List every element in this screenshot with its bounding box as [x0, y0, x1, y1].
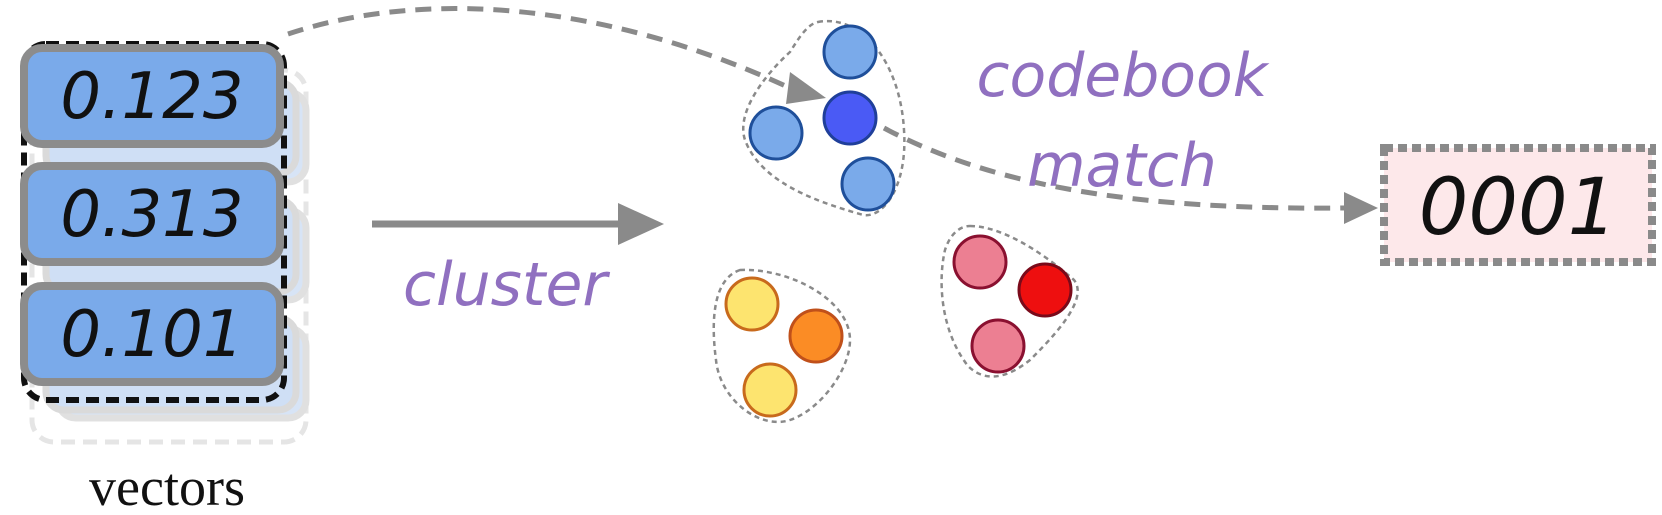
cluster-point: [724, 276, 780, 332]
vector-column: 0.123 0.313 0.101: [20, 41, 287, 403]
cluster-point: [748, 105, 804, 161]
cluster-boundary: [940, 224, 1079, 378]
lookup-curve-head: [786, 72, 826, 104]
cluster-centroid: [788, 308, 844, 364]
cluster-centroid: [822, 90, 878, 146]
arrow-head: [618, 203, 664, 245]
cluster-arrow: [372, 203, 664, 245]
cluster-red: [940, 224, 1079, 378]
vector-value: 0.101: [60, 298, 243, 372]
codebook-label: codebook: [977, 41, 1270, 111]
cluster-centroid: [1017, 262, 1073, 318]
cluster-point: [952, 234, 1008, 290]
match-curve: [882, 125, 1378, 224]
vectors-caption: vectors: [89, 457, 245, 515]
cluster-boundary: [712, 268, 852, 424]
vector-cell: [20, 44, 284, 148]
cluster-point: [742, 362, 798, 418]
cluster-point: [822, 24, 878, 80]
vector-cell: [20, 162, 284, 266]
code-box-frame: [1380, 144, 1656, 266]
vector-cell: [20, 282, 284, 386]
code-value: 0001: [1419, 163, 1618, 253]
lookup-curve-path: [287, 6, 792, 91]
cluster-boundary: [742, 19, 906, 217]
code-box: 0001: [1380, 144, 1656, 266]
match-label: match: [1027, 131, 1217, 201]
cluster-yellow-orange: [712, 268, 852, 424]
cluster-point: [840, 156, 896, 212]
cluster-label: cluster: [403, 250, 610, 320]
match-curve-path: [882, 125, 1347, 211]
vector-value: 0.123: [60, 60, 243, 134]
match-curve-head: [1344, 192, 1378, 224]
cluster-blue: [742, 19, 906, 217]
lookup-curve: [287, 6, 826, 104]
cluster-point: [970, 318, 1026, 374]
vector-value: 0.313: [60, 178, 243, 252]
